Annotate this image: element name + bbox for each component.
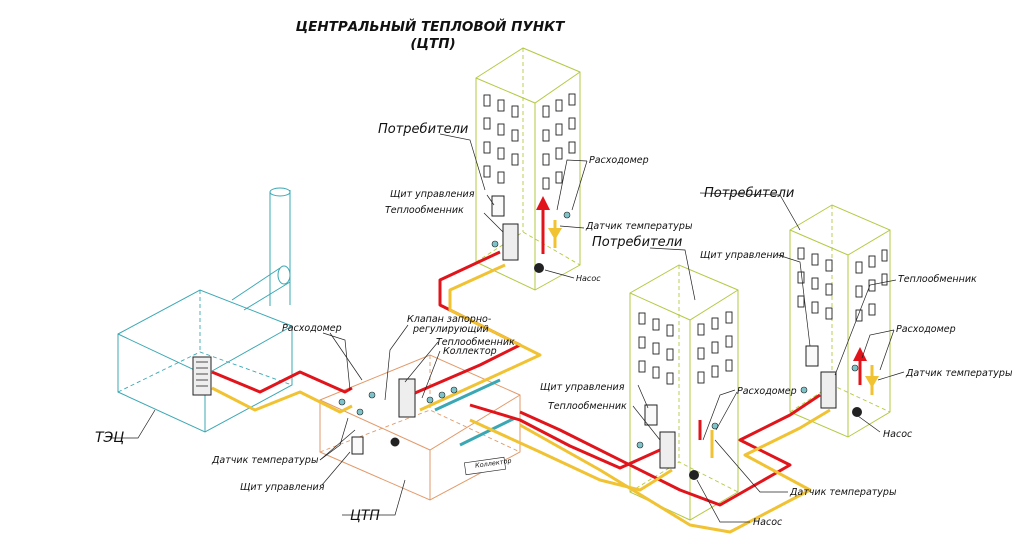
b2-flowmeter-label: Расходомер [737,386,797,397]
b3-temp-sensor-label: Датчик температуры [905,368,1013,379]
b2-pump-icon [690,471,699,480]
tec-building [118,188,292,432]
b2-control-panel-icon [645,405,657,425]
b1-return-arrow-icon [548,228,562,240]
b2-pump-label: Насос [753,517,783,528]
b1-heat-exchanger-icon [503,224,518,260]
b3-heat-exchanger-label: Теплообменник [898,274,977,285]
b2-heat-exchanger-icon [660,432,675,468]
b3-control-panel-icon [806,346,818,366]
b1-pump-icon [535,264,544,273]
b1-pump-label: Насос [576,274,601,283]
b3-control-panel-label: Щит управления [700,250,785,261]
ctp-valve-label-2: регулирующий [412,324,489,335]
b1-temp-sensor-label: Датчик температуры [585,221,693,232]
ctp-control-panel-icon [352,437,363,454]
tec-heat-exchanger-icon [193,357,211,395]
b1-flowmeter-label: Расходомер [589,155,649,166]
b3-return-arrow-icon [865,376,879,388]
ctp-control-panel-label: Щит управления [240,482,325,493]
building-2-windows [639,312,732,384]
ctp-temp-sensor-label: Датчик температуры [211,455,319,466]
building-2 [630,265,738,520]
b3-pump-label: Насос [883,429,913,440]
building-3 [790,205,890,437]
ctp-flowmeter-label: Расходомер [282,323,342,334]
ctp-label: ЦТП [350,508,380,524]
b3-pump-icon [853,408,862,417]
diagram-title: ЦЕНТРАЛЬНЫЙ ТЕПЛОВОЙ ПУНКТ [296,18,567,35]
b1-supply-arrow-icon [536,196,550,210]
b2-temp-sensor-label: Датчик температуры [789,487,897,498]
b3-flowmeter-label: Расходомер [896,324,956,335]
tec-label: ТЭЦ [95,430,124,446]
diagram-subtitle: (ЦТП) [410,36,455,52]
b1-heat-exchanger-label: Теплообменник [385,205,464,216]
b1-control-panel-icon [492,196,504,216]
ctp-collector-label: Коллектор [443,346,497,357]
b3-heat-exchanger-icon [821,372,836,408]
ctp-heat-exchanger-icon [399,379,415,417]
b3-consumers-label: Потребители [704,186,794,201]
b1-consumers-label: Потребители [378,122,468,137]
building-1 [476,48,580,290]
b1-control-panel-label: Щит управления [390,189,475,200]
b2-heat-exchanger-label: Теплообменник [548,401,627,412]
b2-control-panel-label: Щит управления [540,382,625,393]
building-1-windows [484,94,575,189]
b2-consumers-label: Потребители [592,235,682,250]
